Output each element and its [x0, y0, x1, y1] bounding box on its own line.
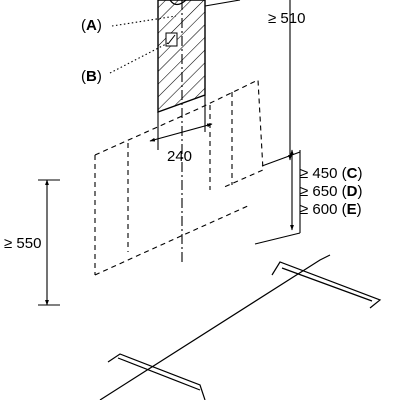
hood-canopy-outline [94, 79, 264, 276]
clearance-d-label: ≥ 650 (D) [300, 183, 362, 200]
callout-a-label: (A) [81, 17, 102, 34]
top-clearance-dimension [204, 0, 301, 233]
left-height-dimension [38, 179, 60, 306]
clearance-c-label: ≥ 450 (C) [300, 165, 362, 182]
cooktop [99, 254, 382, 400]
clearance-e-label: ≥ 600 (E) [300, 201, 362, 218]
duct-width-dimension [149, 95, 213, 150]
left-height-label: ≥ 550 [4, 235, 41, 252]
callout-b-label: (B) [81, 68, 102, 85]
right-clearance-dimension [254, 149, 301, 245]
top-clearance-label: ≥ 510 [268, 10, 305, 27]
duct-width-label: 240 [167, 148, 192, 165]
callout-b-leader [109, 41, 171, 74]
callout-a-leader [111, 15, 177, 27]
